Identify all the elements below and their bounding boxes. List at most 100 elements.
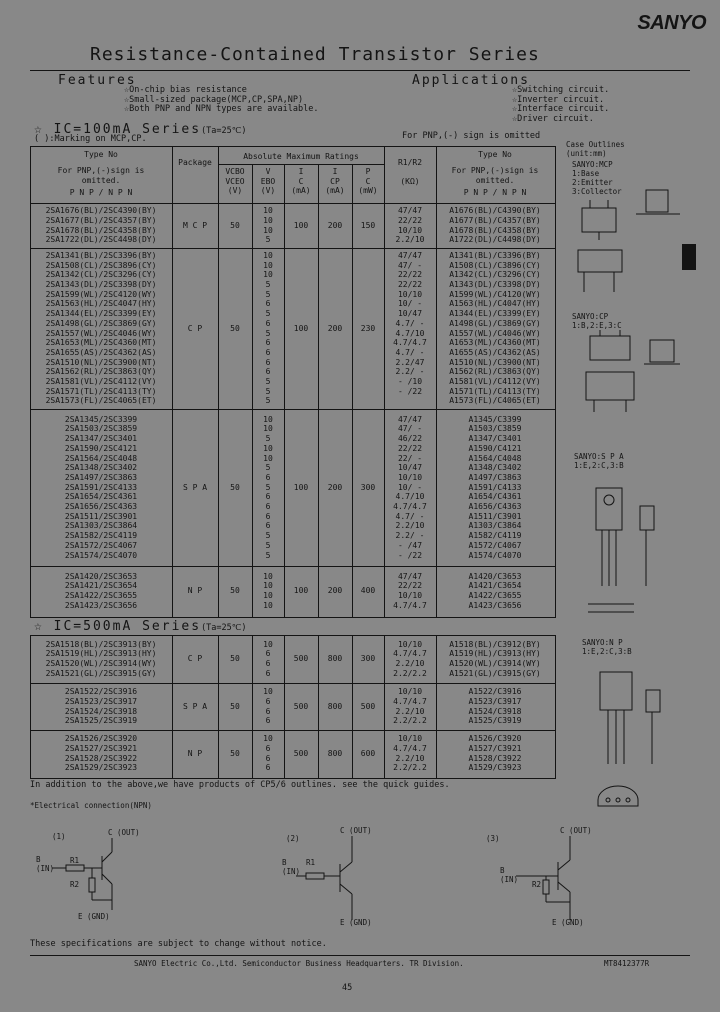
cell-types2: A1345/C3399 A1503/C3859 A1347/C3401 A159… [468, 414, 522, 560]
sign-note: For PNP,(-) sign is omitted [402, 131, 541, 141]
cell-pkg: C P [187, 654, 203, 664]
cell-types: 2SA1522/2SC3916 2SA1523/2SC3917 2SA1524/… [64, 687, 138, 726]
cell-vebo: 10 10 5 10 10 5 6 5 6 6 6 6 5 5 5 [263, 414, 273, 560]
outline-cp-caption: SANYO:CP 1:B,2:E,3:C [572, 312, 622, 330]
application-item: ☆Interface circuit. [512, 104, 610, 114]
cell-pkg: S P A [182, 482, 208, 492]
th-ic: I C (mA) [291, 167, 311, 196]
th-for-pnp: For PNP,(-)sign is omitted. [57, 166, 145, 185]
circuit-2-base-label: B (IN) [282, 858, 301, 876]
cell-ic: 100 [293, 220, 309, 230]
outline-mcp-caption: SANYO:MCP 1:Base 2:Emitter 3:Collector [572, 160, 622, 196]
cell-vebo: 10 6 6 6 [263, 734, 273, 773]
cell-r: 10/10 4.7/4.7 2.2/10 2.2/2.2 [393, 639, 427, 678]
section-tab-marker [682, 244, 696, 270]
cell-vcbo: 50 [230, 220, 240, 230]
document-code: MT8412377R [604, 959, 650, 968]
marking-note: ( ):Marking on MCP,CP. [34, 134, 147, 144]
cell-ic: 500 [293, 701, 309, 711]
cell-pc: 400 [360, 586, 376, 596]
circuit-2-r1-label: R1 [306, 858, 316, 867]
cell-r: 10/10 4.7/4.7 2.2/10 2.2/2.2 [393, 734, 427, 773]
cell-pkg: C P [187, 323, 203, 333]
circuit-1-r2-label: R2 [70, 880, 80, 889]
cell-icp: 800 [327, 748, 343, 758]
cell-icp: 800 [327, 654, 343, 664]
cell-types2: A1526/C3920 A1527/C3921 A1528/C3922 A152… [468, 734, 522, 773]
th-pnp-npn-2: P N P / N P N [463, 188, 527, 197]
footnote: In addition to the above,we have product… [30, 780, 450, 790]
circuit-2-collector-label: C (OUT) [340, 826, 372, 835]
cell-types2: A1676(BL)/C4390(BY) A1677(BL)/C4357(BY) … [449, 206, 541, 245]
application-item: ☆Switching circuit. [512, 85, 610, 95]
cell-pkg: M C P [182, 220, 208, 230]
cell-vebo: 10 10 10 5 [263, 206, 273, 245]
circuit-1-emitter-label: E (GND) [78, 912, 110, 921]
cell-ic: 500 [293, 748, 309, 758]
cell-types: 2SA1420/2SC3653 2SA1421/2SC3654 2SA1422/… [64, 571, 138, 610]
cell-pc: 300 [360, 654, 376, 664]
feature-item: ☆Both PNP and NPN types are available. [124, 104, 319, 114]
cell-pkg: S P A [182, 701, 208, 711]
cell-r: 47/47 22/22 10/10 2.2/10 [395, 206, 425, 245]
series-500-heading: ☆ IC=500mA Series(Ta=25℃) [34, 619, 247, 634]
circuit-3-collector-label: C (OUT) [560, 826, 592, 835]
cell-vcbo: 50 [230, 586, 240, 596]
brand-logo: SANYO [637, 12, 706, 34]
application-item: ☆Driver circuit. [512, 113, 594, 124]
circuit-1-base-label: B (IN) [36, 855, 55, 873]
applications-heading: Applications [412, 73, 530, 88]
applications-list: ☆Switching circuit.☆Inverter circuit.☆In… [512, 85, 610, 124]
cell-pkg: N P [187, 748, 203, 758]
cell-pc: 150 [360, 220, 376, 230]
th-amr: Absolute Maximum Ratings [243, 152, 359, 161]
page-number: 45 [342, 983, 353, 993]
circuit-3-emitter-label: E (GND) [552, 918, 584, 927]
cell-types: 2SA1518(BL)/2SC3913(BY) 2SA1519(HL)/2SC3… [45, 639, 157, 678]
cell-types2: A1420/C3653 A1421/C3654 A1422/C3655 A142… [468, 571, 522, 610]
company-line: SANYO Electric Co.,Ltd. Semiconductor Bu… [134, 959, 464, 968]
cell-ic: 100 [293, 323, 309, 333]
cell-pc: 230 [360, 323, 376, 333]
circuit-1-collector-label: C (OUT) [108, 828, 140, 837]
cell-types: 2SA1676(BL)/2SC4390(BY) 2SA1677(BL)/2SC4… [45, 206, 157, 245]
cell-vebo: 10 10 10 10 [263, 571, 273, 610]
circuit-1-label: (1) [52, 832, 66, 841]
star-icon: ☆ [34, 619, 54, 634]
circuit-1-r1-label: R1 [70, 856, 80, 865]
circuit-3-base-label: B (IN) [500, 866, 519, 884]
th-pnp-npn: P N P / N P N [69, 188, 133, 197]
cell-icp: 200 [327, 482, 343, 492]
case-outlines-heading: Case Outlines (unit:mm) [566, 140, 625, 158]
cell-icp: 800 [327, 701, 343, 711]
circuit-2-label: (2) [286, 834, 300, 843]
page-title: Resistance-Contained Transistor Series [90, 44, 540, 65]
cell-pc: 600 [360, 748, 376, 758]
cell-vebo: 10 10 10 5 5 6 5 6 5 6 6 6 6 5 5 5 [263, 250, 273, 406]
cell-types2: A1522/C3916 A1523/C3917 A1524/C3918 A152… [468, 687, 522, 726]
cell-vebo: 10 6 6 6 [263, 687, 273, 726]
cell-pkg: N P [187, 586, 203, 596]
application-item: ☆Inverter circuit. [512, 94, 605, 105]
cell-ic: 500 [293, 654, 309, 664]
table-frame [30, 146, 556, 618]
th-type-no: Type No [84, 150, 118, 159]
feature-item: ☆On-chip bias resistance [124, 85, 247, 95]
star-icon: ☆ [34, 122, 54, 137]
cell-types2: A1518(BL)/C3912(BY) A1519(HL)/C3913(HY) … [449, 639, 541, 678]
change-notice: These specifications are subject to chan… [30, 939, 327, 949]
cell-types: 2SA1341(BL)/2SC3396(BY) 2SA1508(CL)/2SC3… [45, 250, 157, 406]
cell-icp: 200 [327, 586, 343, 596]
th-icp: I CP (mA) [325, 167, 345, 196]
th-r1r2: R1/R2 (KΩ) [397, 158, 423, 187]
electrical-heading: *Electrical connection(NPN) [30, 801, 152, 810]
th-vebo: V EBO (V) [260, 167, 276, 196]
cell-r: 10/10 4.7/4.7 2.2/10 2.2/2.2 [393, 687, 427, 726]
cell-vcbo: 50 [230, 482, 240, 492]
th-for-pnp-2: For PNP,(-)sign is omitted. [451, 166, 539, 185]
cell-vcbo: 50 [230, 701, 240, 711]
cell-r: 47/47 47/ - 22/22 22/22 10/10 10/ - 10/4… [393, 250, 427, 396]
